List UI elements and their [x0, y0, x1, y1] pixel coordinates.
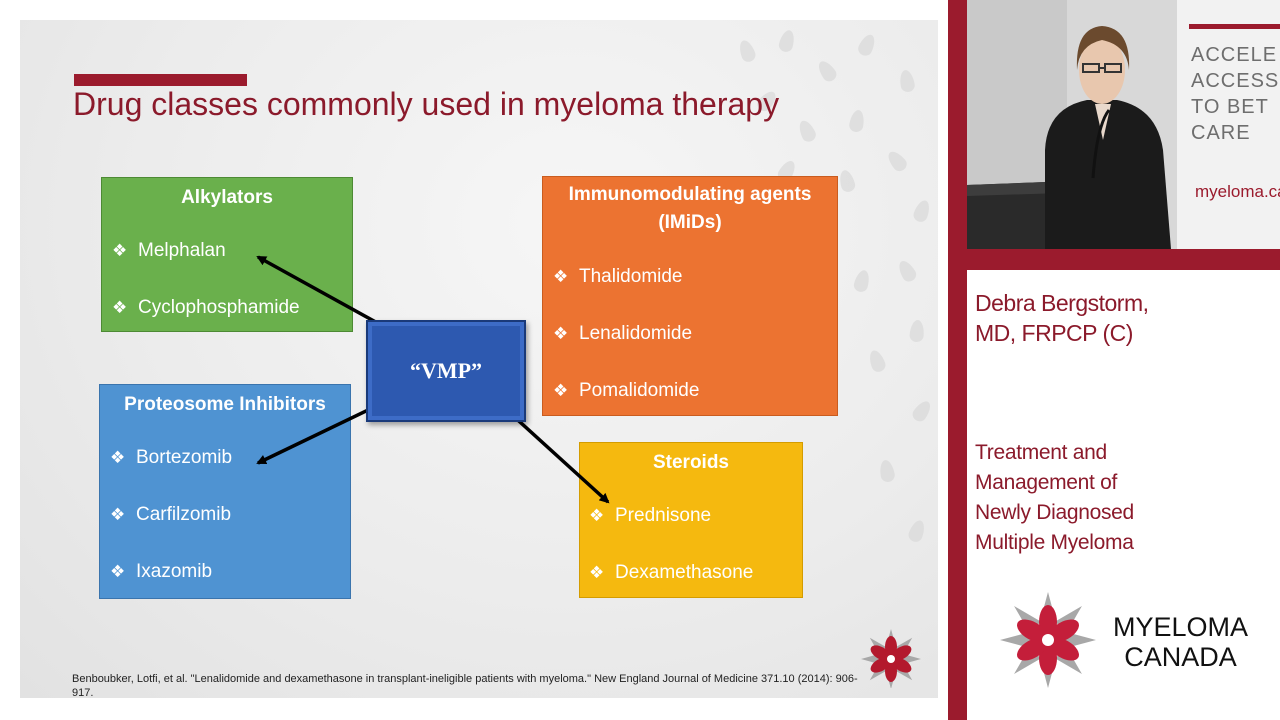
imids-heading-line1: Immunomodulating agents: [568, 184, 812, 205]
bullet-icon: ❖: [553, 324, 569, 343]
speaker-scene: [967, 0, 1280, 249]
bullet-icon: ❖: [589, 563, 605, 582]
bullet-icon: ❖: [589, 506, 605, 525]
steroids-box: Steroids: [579, 442, 803, 598]
list-item: ❖Dexamethasone: [589, 562, 754, 583]
talk-info-panel: Debra Bergstorm, MD, FRPCP (C) Treatment…: [967, 270, 1280, 720]
list-item: ❖Thalidomide: [553, 266, 683, 287]
alkylators-heading: Alkylators: [181, 187, 273, 208]
backdrop-url: myeloma.ca: [1195, 182, 1280, 201]
slide-title: Drug classes commonly used in myeloma th…: [73, 86, 780, 122]
proteosome-box: Proteosome Inhibitors: [99, 384, 351, 599]
alkylators-box: Alkylators: [101, 177, 353, 332]
bullet-icon: ❖: [112, 241, 128, 260]
steroids-heading: Steroids: [652, 452, 730, 473]
imids-box: Immunomodulating agents (IMiDs): [542, 176, 838, 416]
imids-heading-line2: (IMiDs): [658, 212, 722, 233]
bullet-icon: ❖: [110, 562, 126, 581]
myeloma-canada-logo-icon: [1000, 592, 1096, 688]
list-item: ❖Bortezomib: [110, 447, 233, 468]
bullet-icon: ❖: [112, 298, 128, 317]
presentation-slide: Drug classes commonly used in myeloma th…: [20, 20, 938, 698]
list-item: ❖Pomalidomide: [553, 380, 700, 401]
title-accent-bar: [74, 74, 247, 86]
list-item: ❖Carfilzomib: [110, 504, 232, 525]
list-item: ❖Prednisone: [589, 505, 712, 526]
list-item: ❖Cyclophosphamide: [112, 297, 300, 318]
myeloma-flower-icon: [861, 629, 921, 688]
vmp-label: “VMP”: [409, 358, 483, 383]
proteosome-heading: Proteosome Inhibitors: [124, 394, 326, 415]
speaker-video: ACCELE ACCESS TO BET CARE myeloma.ca: [967, 0, 1280, 249]
list-item: ❖Melphalan: [112, 240, 226, 261]
bullet-icon: ❖: [553, 381, 569, 400]
bullet-icon: ❖: [553, 267, 569, 286]
backdrop-text: ACCELE ACCESS TO BET CARE: [1191, 44, 1280, 144]
bullet-icon: ❖: [110, 448, 126, 467]
list-item: ❖Ixazomib: [110, 561, 213, 582]
speaker-name: Debra Bergstorm, MD, FRPCP (C): [975, 290, 1149, 346]
vmp-box: “VMP”: [366, 320, 526, 422]
talk-title: Treatment and Management of Newly Diagno…: [975, 441, 1134, 554]
org-name: MYELOMA CANADA: [1113, 612, 1249, 672]
bullet-icon: ❖: [110, 505, 126, 524]
citation: Benboubker, Lotfi, et al. "Lenalidomide …: [72, 673, 858, 698]
list-item: ❖Lenalidomide: [553, 323, 693, 344]
